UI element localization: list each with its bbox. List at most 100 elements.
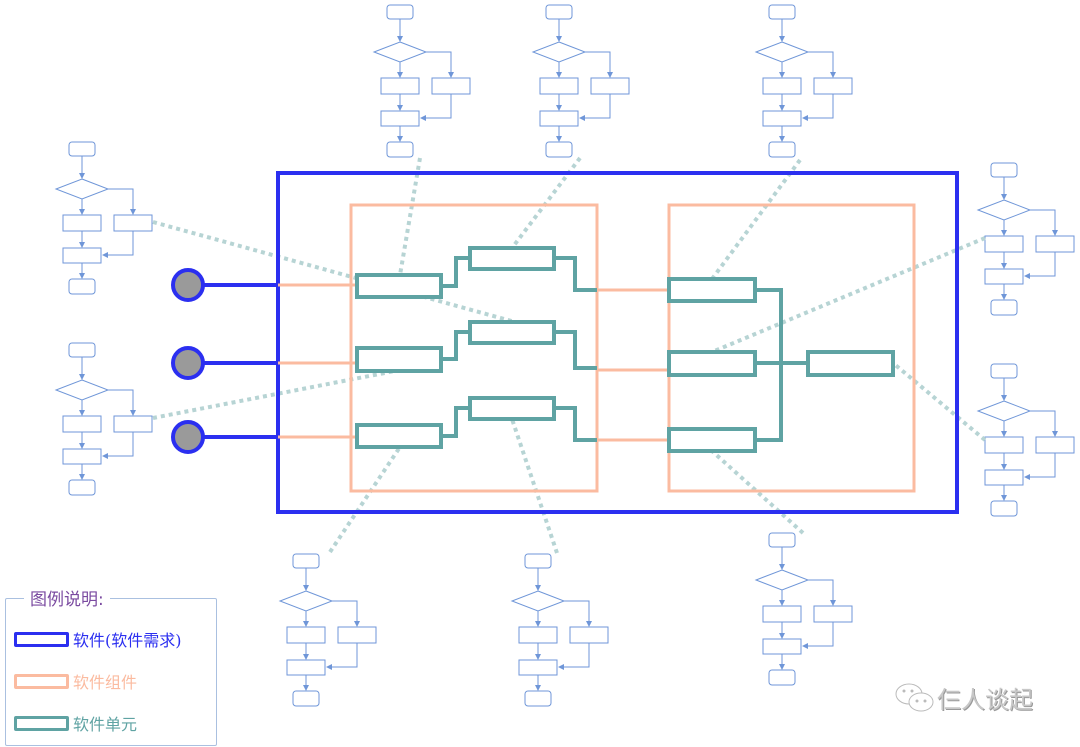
flowchart-end (545, 141, 573, 158)
flowchart (976, 363, 1075, 517)
software-unit (355, 273, 443, 299)
flowchart-start (768, 532, 796, 548)
flowchart-process (984, 469, 1024, 486)
flowchart-process (62, 448, 102, 465)
flowchart-decision (976, 400, 1032, 422)
watermark-text: 仨人谈起 (937, 686, 1033, 714)
flowchart-process (1035, 436, 1075, 454)
flowchart-process (813, 77, 853, 95)
flowchart (531, 4, 630, 158)
flowchart-arrow (1030, 410, 1058, 437)
flowchart-process (286, 626, 326, 644)
legend-item-component: 软件组件 (14, 669, 137, 693)
flowchart (54, 342, 153, 496)
interface-ports (171, 268, 205, 454)
flowchart-arrow (802, 622, 834, 649)
flowchart-process (431, 77, 471, 95)
flowchart-start (990, 363, 1018, 379)
flowchart-arrow (420, 94, 452, 121)
flowchart-process (762, 110, 802, 127)
software-unit (667, 277, 757, 303)
flowchart-end (68, 479, 96, 496)
trace-line (711, 236, 986, 354)
flowchart-end (386, 141, 414, 158)
flowchart-process (518, 626, 558, 644)
legend-label: 软件组件 (73, 673, 138, 692)
software-unit (667, 350, 757, 377)
flowchart-arrow (808, 51, 836, 78)
flowchart-arrow (332, 600, 360, 627)
legend-item-software: 软件(软件需求) (14, 627, 182, 651)
flowchart-arrow (558, 643, 590, 670)
watermark: 仨人谈起 (893, 680, 1033, 715)
software-unit (355, 346, 443, 373)
flowchart-start (292, 553, 320, 569)
flowchart-start (386, 4, 414, 20)
legend-swatch (14, 673, 69, 689)
trace-line (510, 418, 559, 554)
flowchart-process (62, 415, 102, 433)
port (171, 420, 205, 454)
flowchart (278, 553, 377, 707)
flowchart-process (539, 77, 579, 95)
flowchart-process (380, 110, 420, 127)
flowchart-start (768, 4, 796, 20)
flowchart-decision (754, 41, 810, 63)
flowchart-process (984, 436, 1024, 454)
flowchart-decision (372, 41, 428, 63)
software-component-2 (667, 203, 916, 493)
flowchart-process (113, 214, 153, 232)
flowchart-arrow (102, 432, 134, 459)
flowchart-start (68, 141, 96, 157)
flowchart-arrow (326, 643, 358, 670)
software-component-1 (349, 203, 599, 493)
flowcharts (54, 4, 1075, 707)
flowchart-arrow (108, 188, 136, 215)
flowchart-end (990, 299, 1018, 316)
flowchart-arrow (426, 51, 454, 78)
flowchart-process (984, 268, 1024, 285)
flowchart-process (762, 605, 802, 623)
flowchart-arrow (808, 579, 836, 606)
flowchart-end (990, 500, 1018, 517)
legend: 图例说明: 软件(软件需求) 软件组件 软件单元 (5, 585, 217, 746)
flowchart-arrow (564, 600, 592, 627)
flowchart-process (113, 415, 153, 433)
flowchart (54, 141, 153, 295)
legend-swatch (14, 631, 69, 647)
software-unit (468, 246, 556, 271)
flowchart-start (990, 162, 1018, 178)
flowchart (372, 4, 471, 158)
flowchart-arrow (579, 94, 611, 121)
flowchart-process (337, 626, 377, 644)
flowchart (754, 532, 853, 686)
flowchart-arrow (1024, 252, 1056, 279)
flowchart-decision (754, 569, 810, 591)
flowchart (510, 553, 609, 707)
flowchart-arrow (1024, 453, 1056, 480)
flowchart-start (545, 4, 573, 20)
software-units (355, 246, 895, 453)
flowchart-process (539, 110, 579, 127)
trace-line (710, 158, 802, 281)
flowchart-process (518, 659, 558, 676)
component-links (278, 283, 669, 442)
flowchart-decision (976, 199, 1032, 221)
wechat-icon (895, 683, 934, 711)
interface-lines (203, 283, 278, 439)
software-unit (468, 320, 556, 345)
flowchart-arrow (1030, 209, 1058, 236)
flowchart-end (68, 278, 96, 295)
flowchart-process (1035, 235, 1075, 253)
flowchart-start (68, 342, 96, 358)
legend-label: 软件单元 (73, 715, 138, 734)
flowchart-decision (510, 590, 566, 612)
flowchart (976, 162, 1075, 316)
flowchart-process (286, 659, 326, 676)
trace-line (891, 361, 987, 442)
flowchart-decision (54, 379, 110, 401)
flowchart-process (62, 214, 102, 232)
flowchart-arrow (585, 51, 613, 78)
flowchart-process (984, 235, 1024, 253)
flowchart-end (768, 669, 796, 686)
